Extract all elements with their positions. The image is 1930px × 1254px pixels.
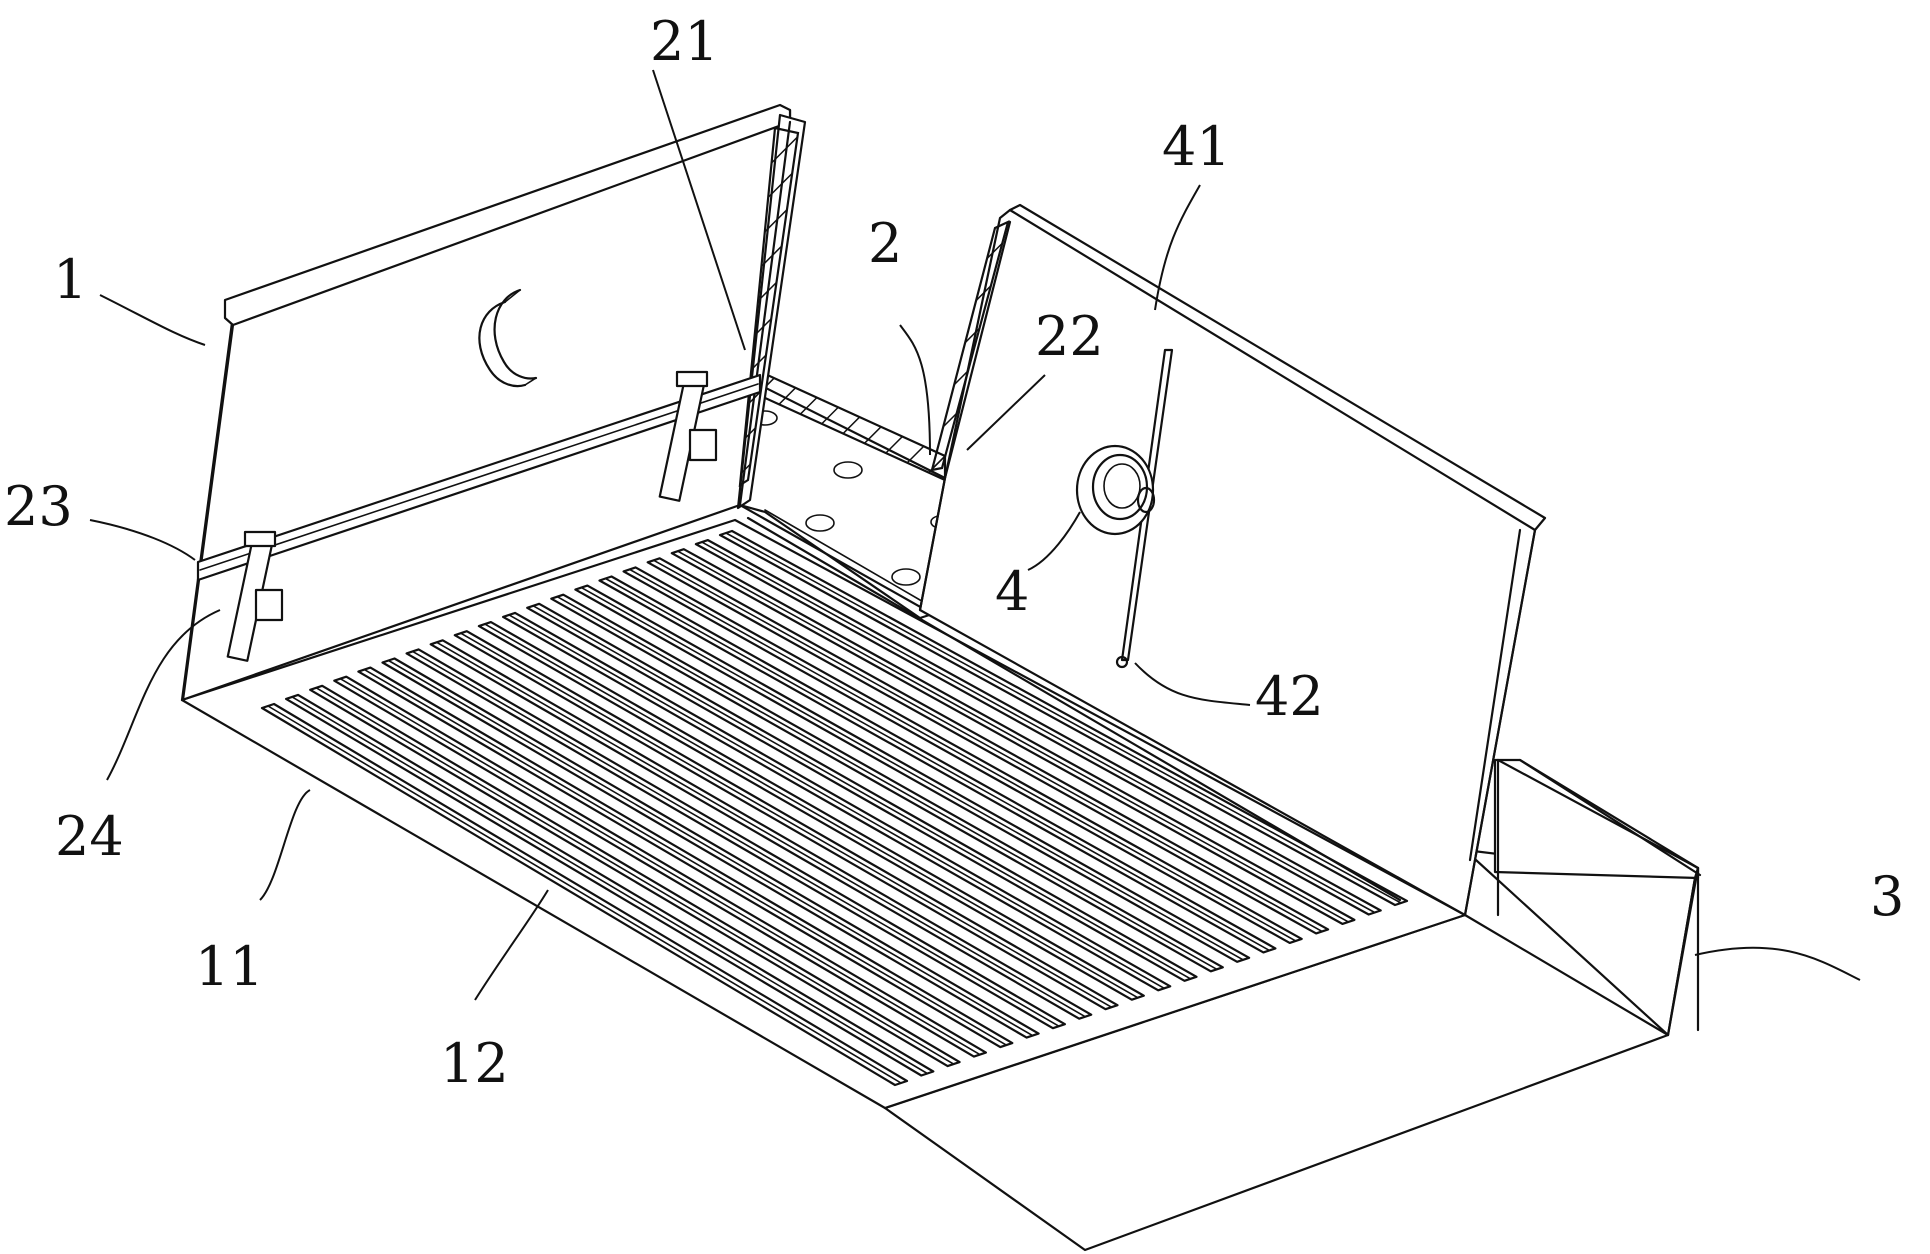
label-21: 21 [650, 10, 719, 73]
label-12: 12 [440, 1032, 509, 1095]
label-42: 42 [1255, 665, 1324, 728]
label-11: 11 [195, 935, 264, 998]
label-23: 23 [4, 475, 73, 538]
label-4: 4 [995, 560, 1029, 623]
label-3: 3 [1870, 865, 1904, 928]
knob [1077, 446, 1154, 534]
label-1: 1 [53, 248, 87, 311]
label-41: 41 [1162, 115, 1231, 178]
label-24: 24 [55, 805, 124, 868]
label-2: 2 [868, 212, 902, 275]
label-22: 22 [1035, 305, 1104, 368]
